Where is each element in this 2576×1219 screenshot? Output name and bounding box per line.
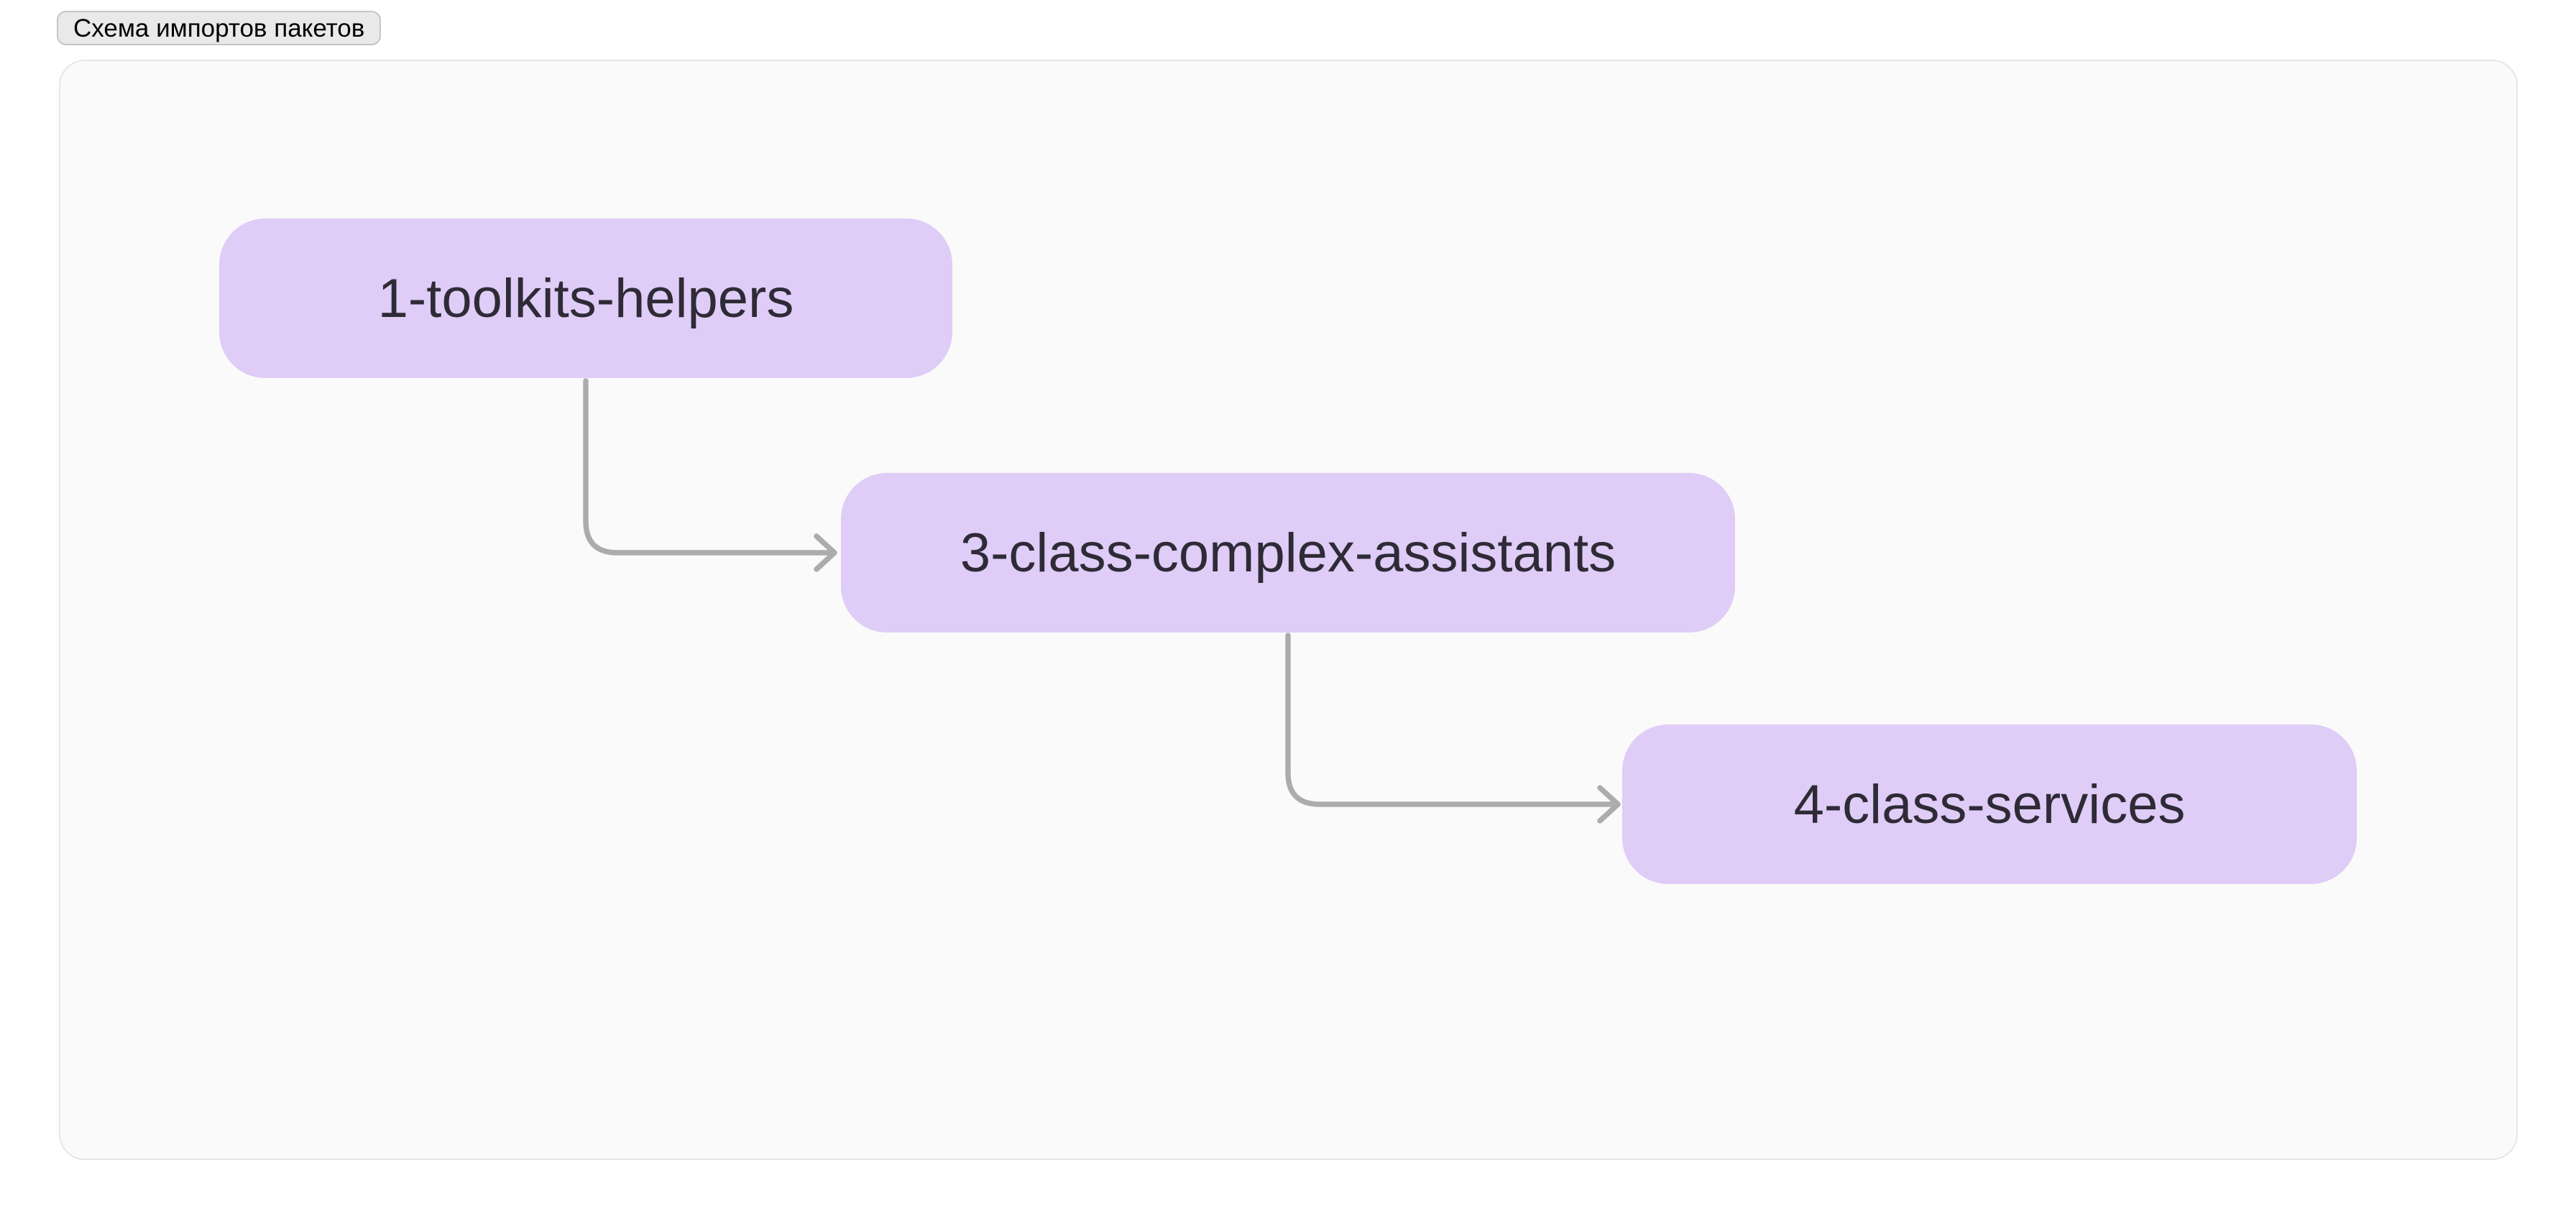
node-1-toolkits-helpers[interactable]: 1-toolkits-helpers xyxy=(219,218,952,378)
node-label: 3-class-complex-assistants xyxy=(960,522,1616,584)
node-label: 4-class-services xyxy=(1793,773,2186,835)
node-4-class-services[interactable]: 4-class-services xyxy=(1622,724,2357,884)
node-label: 1-toolkits-helpers xyxy=(377,267,794,329)
diagram-title-chip[interactable]: Схема импортов пакетов xyxy=(57,11,382,45)
node-3-class-complex-assistants[interactable]: 3-class-complex-assistants xyxy=(841,473,1735,632)
diagram-title-label: Схема импортов пакетов xyxy=(73,14,365,42)
